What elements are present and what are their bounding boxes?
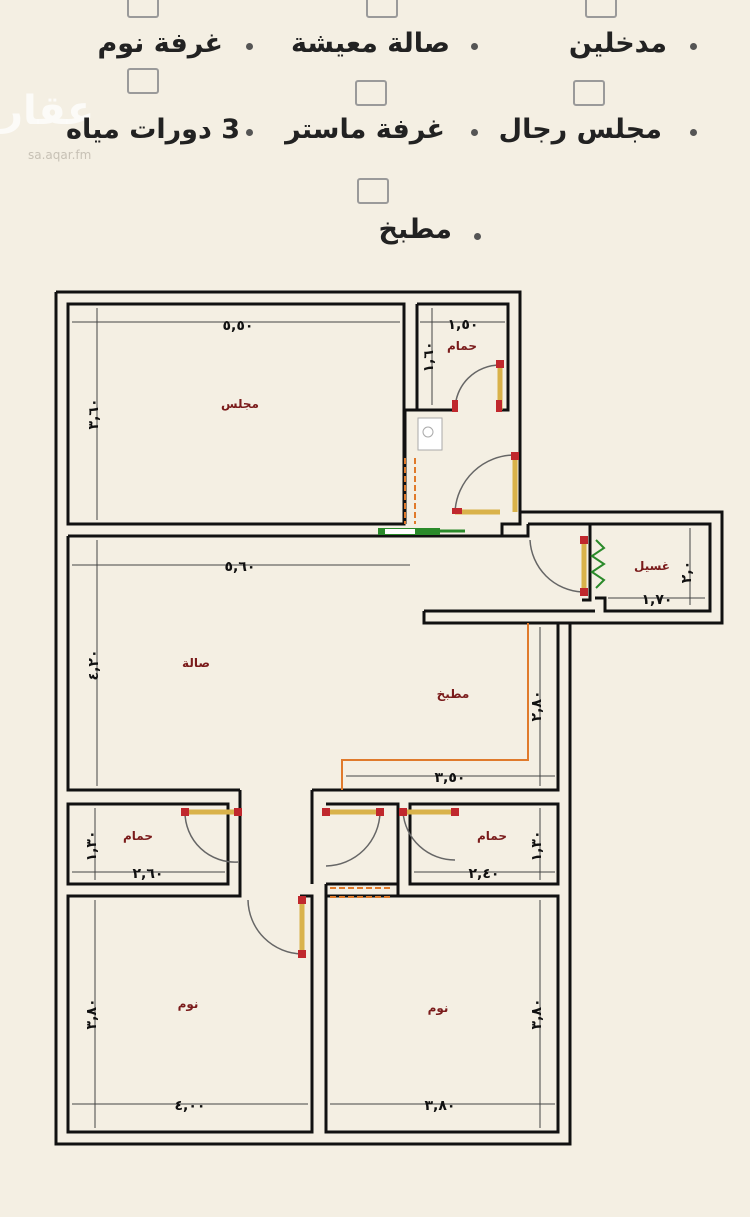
bullet bbox=[471, 129, 478, 136]
feature-master-room: غرفة ماستر bbox=[285, 114, 445, 145]
dim-bath-top-h: ١,٦٠ bbox=[421, 342, 437, 373]
dimension-lines bbox=[72, 308, 705, 1128]
dim-bed-right-h: ٣,٨٠ bbox=[529, 999, 545, 1030]
room-bath-right: حمام bbox=[477, 829, 507, 844]
sink-icon bbox=[417, 417, 443, 451]
dim-bath-left-h: ١,٣٠ bbox=[84, 831, 100, 862]
dim-majlis-w: ٥,٥٠ bbox=[223, 318, 254, 334]
bullet bbox=[246, 43, 253, 50]
room-hall: صالة bbox=[182, 656, 210, 670]
dim-majlis-h: ٣,٦٠ bbox=[86, 399, 102, 430]
dim-bath-right-h: ١,٣٠ bbox=[529, 831, 545, 862]
watermark-url: sa.aqar.fm bbox=[28, 148, 92, 162]
drain-icon bbox=[422, 426, 434, 438]
dim-bath-top-w: ١,٥٠ bbox=[448, 317, 479, 333]
dim-kitchen-h: ٢,٨٠ bbox=[529, 691, 545, 722]
master-room-icon bbox=[355, 80, 387, 106]
room-bed-left: نوم bbox=[178, 997, 199, 1012]
feature-bathrooms: 3 دورات مياه bbox=[66, 114, 240, 145]
walls bbox=[54, 290, 724, 1146]
room-laundry: غسيل bbox=[634, 559, 670, 573]
dim-kitchen-w: ٣,٥٠ bbox=[435, 770, 466, 786]
dim-bed-left-w: ٤,٠٠ bbox=[175, 1098, 206, 1114]
bed-icon bbox=[127, 0, 159, 18]
room-kitchen: مطبخ bbox=[437, 687, 470, 701]
room-bath-top: حمام bbox=[447, 339, 477, 354]
door-hinges bbox=[181, 360, 588, 958]
watermark-logo: عقار bbox=[0, 88, 95, 134]
dim-bath-left-w: ٢,٦٠ bbox=[133, 866, 164, 882]
dim-laundry-w: ١,٧٠ bbox=[642, 592, 673, 608]
open-edges bbox=[330, 458, 529, 898]
bathtub-icon bbox=[127, 68, 159, 94]
dim-laundry-h: ٢,٠ bbox=[679, 561, 695, 583]
kitchen-icon bbox=[357, 178, 389, 204]
feature-kitchen: مطبخ bbox=[378, 214, 453, 245]
feature-entrances: مدخلين bbox=[568, 28, 667, 59]
dim-bed-left-h: ٣,٨٠ bbox=[84, 999, 100, 1030]
room-bed-right: نوم bbox=[428, 1001, 449, 1016]
doors bbox=[184, 364, 606, 955]
room-majlis: مجلس bbox=[221, 397, 259, 411]
feature-living-room: صالة معيشة bbox=[291, 28, 450, 59]
feature-men-majlis: مجلس رجال bbox=[498, 114, 662, 145]
bullet bbox=[471, 43, 478, 50]
bullet bbox=[246, 129, 253, 136]
dim-hall-w: ٥,٦٠ bbox=[225, 559, 256, 575]
dim-bath-right-w: ٢,٤٠ bbox=[469, 866, 500, 882]
room-bath-left: حمام bbox=[123, 829, 153, 844]
dim-hall-h: ٤,٢٠ bbox=[86, 650, 102, 681]
entrance-marker-inner bbox=[385, 529, 415, 534]
dim-bed-right-w: ٣,٨٠ bbox=[425, 1098, 456, 1114]
bullet bbox=[690, 129, 697, 136]
entrance-icon bbox=[585, 0, 617, 18]
majlis-icon bbox=[573, 80, 605, 106]
bullet bbox=[690, 43, 697, 50]
feature-bedroom: غرفة نوم bbox=[97, 28, 223, 59]
sofa-icon bbox=[366, 0, 398, 18]
bullet bbox=[474, 233, 481, 240]
